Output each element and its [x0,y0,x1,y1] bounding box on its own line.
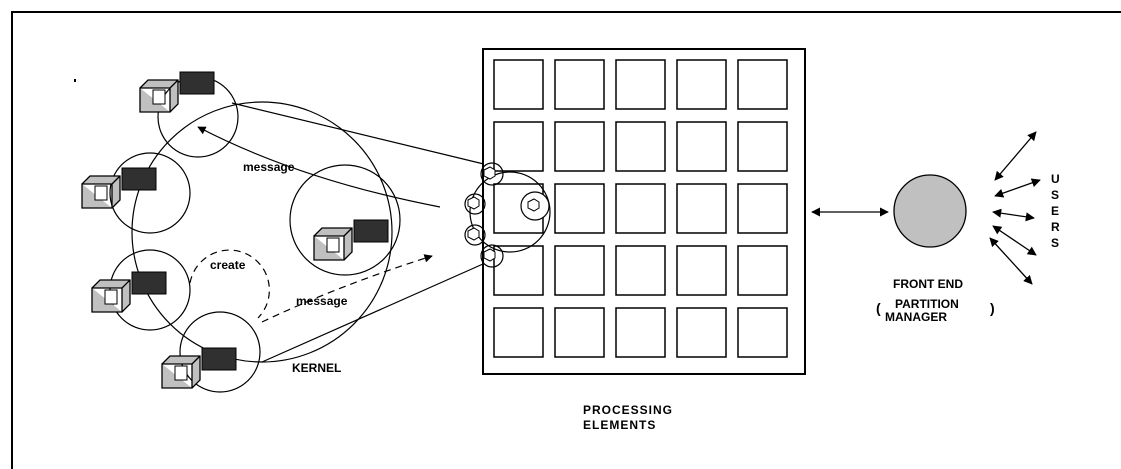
user-arrow [993,212,1034,218]
processing-element-cell [616,246,665,295]
message-label-bottom: message [296,294,348,308]
stray-dot [74,79,76,82]
processing-element-cell [616,184,665,233]
partition-paren-close: ) [990,300,995,316]
processing-element-cell [738,184,787,233]
partition-paren-open: ( [876,300,881,316]
processing-element-cell [616,308,665,357]
processing-element-cell [494,308,543,357]
processing-element-cell [494,60,543,109]
front-end-circle [894,175,966,247]
users-label: U S E R S [1051,172,1060,250]
processing-element-cell [494,246,543,295]
processing-element-cell [616,122,665,171]
user-arrow [993,226,1036,255]
processing-element-cell [738,60,787,109]
users-letter: E [1051,204,1059,218]
terminal-icon [82,168,156,208]
processing-element-cell [677,246,726,295]
projection-line-bottom [262,260,492,362]
message-arrow-top [198,127,440,207]
users-letter: S [1051,188,1059,202]
kernel-label: KERNEL [292,361,341,375]
processing-element-cell [677,60,726,109]
partition-label-line1: PARTITION [895,297,959,311]
projection-line-top [232,103,492,166]
processing-element-cell [738,246,787,295]
user-arrow [995,180,1040,196]
processing-element-cell [738,122,787,171]
user-arrow [995,132,1036,180]
processing-element-cell [555,60,604,109]
processing-element-cell [677,308,726,357]
users-letter: R [1051,220,1060,234]
processing-element-cell [738,308,787,357]
processing-element-cell [555,246,604,295]
front-end-label: FRONT END [893,277,963,291]
kernel-circle [132,102,392,362]
user-arrow [990,238,1032,284]
message-arrow-bottom [262,256,432,322]
terminal-icon [140,72,214,112]
processing-element-cell [555,308,604,357]
processing-element-cell [677,122,726,171]
processing-element-cell [616,60,665,109]
terminal-icon [162,348,236,388]
processing-element-cell [494,122,543,171]
message-label-top: message [243,160,295,174]
partition-label-line2: MANAGER [885,310,947,324]
create-label: create [210,258,246,272]
processing-element-cell [677,184,726,233]
processing-element-cell [555,184,604,233]
processing-elements-label-line1: PROCESSING [583,403,673,417]
processing-element-cell [555,122,604,171]
processing-elements-label-line2: ELEMENTS [583,418,656,432]
users-letter: S [1051,236,1059,250]
users-letter: U [1051,172,1060,186]
terminal-icon [314,220,388,260]
